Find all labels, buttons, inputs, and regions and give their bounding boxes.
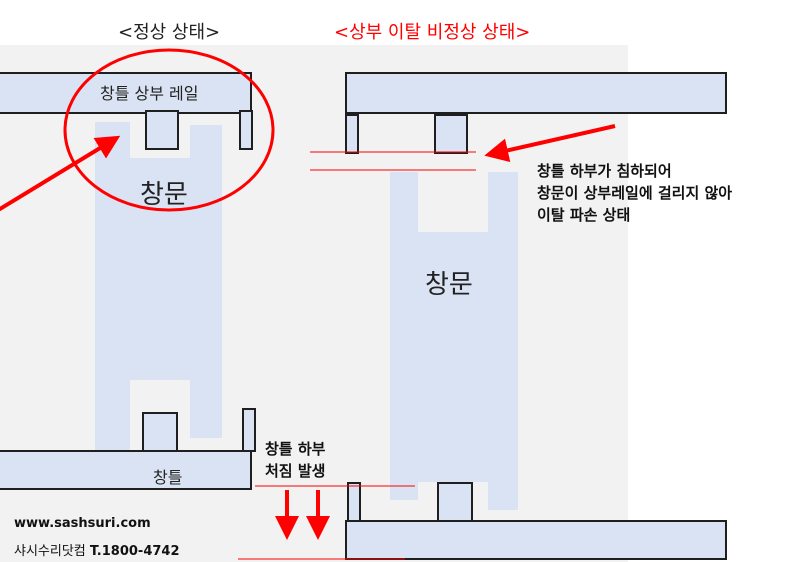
left-top-rail	[0, 72, 252, 114]
right-door-shape	[390, 172, 518, 510]
left-door-label: 창문	[140, 180, 188, 210]
normal-state-title: <정상 상태>	[118, 22, 221, 43]
left-door-shape	[95, 122, 222, 478]
right-bottom-frame	[345, 520, 727, 560]
highlight-circle	[63, 48, 275, 212]
bottom-frame-label: 창틀	[153, 468, 183, 487]
top-rail-label: 창틀 상부 레일	[100, 84, 199, 103]
sag-line-2: 창문이 상부레일에 걸리지 않아	[537, 184, 733, 202]
company-contact: 샤시수리닷컴 T.1800-4742	[14, 540, 180, 559]
right-door-label: 창문	[425, 270, 473, 300]
phone-number: T.1800-4742	[89, 544, 180, 559]
left-pointer-arrow	[0, 135, 121, 212]
sag-explanation: 창틀 하부가 침하되어 창문이 상부레일에 걸리지 않아 이탈 파손 상태	[537, 160, 732, 226]
sag-line-3: 이탈 파손 상태	[537, 206, 631, 224]
drop-line-2: 처짐 발생	[265, 462, 326, 480]
right-top-rail	[345, 72, 727, 114]
drop-line-1: 창틀 하부	[265, 440, 326, 458]
company-name: 샤시수리닷컴	[14, 544, 86, 559]
right-top-rail-tab-center	[434, 114, 468, 154]
drop-explanation: 창틀 하부 처짐 발생	[265, 438, 325, 482]
broken-state-title: <상부 이탈 비정상 상태>	[334, 22, 531, 43]
left-top-rail-tab-right	[239, 110, 253, 150]
right-pointer-arrow	[484, 124, 616, 163]
left-top-rail-tab-center	[145, 110, 179, 150]
left-bottom-frame	[0, 450, 252, 490]
sag-line-1: 창틀 하부가 침하되어	[537, 162, 672, 180]
website-url: www.sashsuri.com	[14, 516, 151, 531]
right-top-rail-tab-left	[345, 114, 359, 154]
